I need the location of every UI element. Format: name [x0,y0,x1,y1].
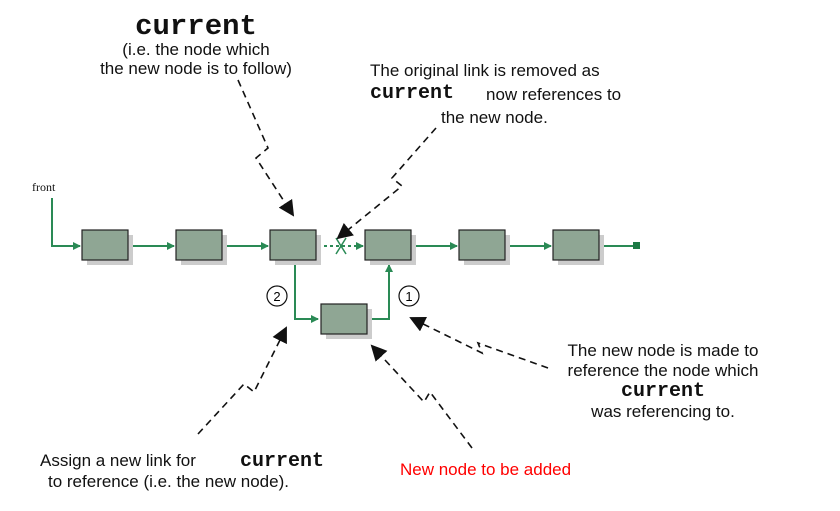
null-terminator [633,242,640,249]
assign-text-1: Assign a new link for [40,451,196,470]
removed-text-2: now references to [486,85,622,104]
list-node [552,229,604,265]
new-node-label: New node to be added [400,460,572,479]
removed-text-3: the new node. [441,108,548,127]
made-current: current [620,380,706,403]
made-text-1: The new node is made to [567,341,759,360]
removed-text-1: The original link is removed as [370,61,600,80]
removed-callout-arrow [336,127,437,240]
current-top-desc-2: the new node is to follow) [100,59,292,78]
remove-cross-icon [335,237,347,255]
new-node [320,303,372,339]
assign-current: current [240,450,325,473]
assign-callout-arrow [197,326,287,435]
link-current-to-new [294,262,319,323]
current-top-label: current [135,10,257,43]
step-2-circle [266,285,288,307]
step-2-label: 2 [273,289,280,304]
made-text-3: was referencing to. [591,402,735,421]
link-new-to-next [367,264,393,320]
list-node [458,229,510,265]
removed-current: current [370,82,455,105]
list-node [364,229,416,265]
assign-text-2: to reference (i.e. the new node). [48,472,289,491]
added-callout-arrow [370,344,473,449]
step-1-label: 1 [405,289,412,304]
list-node [81,229,133,265]
front-label: front [32,180,56,194]
list-node [175,229,227,265]
current-node [269,229,321,265]
front-link [51,198,81,250]
made-callout-arrow [409,317,549,369]
step-1-circle [398,285,420,307]
current-top-desc-1: (i.e. the node which [122,40,270,59]
made-text-2: reference the node which [567,361,759,380]
current-callout-arrow [237,79,295,217]
